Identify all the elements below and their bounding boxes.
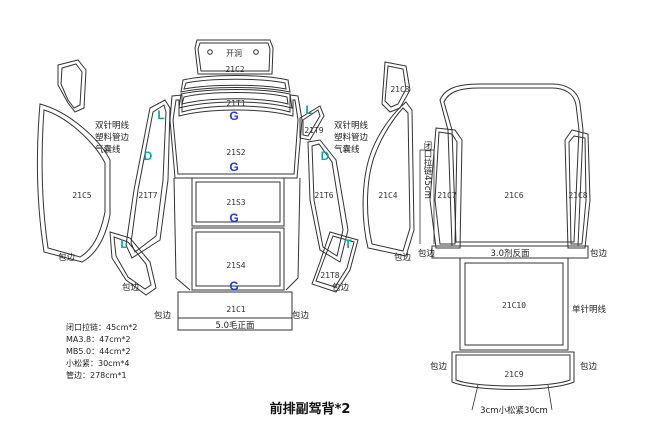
marker-g-4: G xyxy=(229,279,238,293)
piece-21S4 xyxy=(191,227,285,291)
right-note-3: 气囊线 xyxy=(334,144,360,155)
marker-d-right: D xyxy=(321,149,330,163)
strip-back: 3.0剂反面 xyxy=(490,248,530,259)
note-4: 小松紧：30cm*4 xyxy=(66,358,129,368)
label-21T1: 21T1 xyxy=(226,99,245,108)
edge-c9-right: 包边 xyxy=(580,361,598,372)
marker-g-1: G xyxy=(229,109,238,123)
marker-l-right: L xyxy=(305,103,312,117)
marker-g-2: G xyxy=(229,160,238,174)
label-21C2: 21C2 xyxy=(225,65,244,74)
edge-c8: 包边 xyxy=(590,248,608,259)
edge-c7: 包边 xyxy=(418,248,436,259)
hole-label: 开洞 xyxy=(226,48,242,58)
label-21C1: 21C1 xyxy=(226,305,245,314)
edge-c9-left: 包边 xyxy=(430,361,448,372)
piece-21S2 xyxy=(169,94,303,179)
single-needle: 单针明线 xyxy=(572,304,607,315)
label-21T6: 21T6 xyxy=(314,191,333,200)
piece-21C8 xyxy=(564,129,591,249)
piece-s-frame xyxy=(173,177,301,291)
zipper-note: 闭口拉链45cm xyxy=(422,141,432,199)
edge-c4: 包边 xyxy=(394,252,412,263)
label-21S4: 21S4 xyxy=(226,261,245,270)
note-3: MB5.0：44cm*2 xyxy=(66,347,131,356)
edge-c1-right: 包边 xyxy=(292,310,310,321)
left-note-3: 气囊线 xyxy=(95,144,121,155)
piece-21T6 xyxy=(307,139,349,263)
piece-21T8 xyxy=(311,231,359,293)
note-2: MA3.8：47cm*2 xyxy=(66,335,131,344)
piece-21C1 xyxy=(177,291,293,331)
piece-21T1 xyxy=(178,89,293,109)
label-21C9: 21C9 xyxy=(504,370,523,379)
piece-21C7 xyxy=(429,127,463,249)
piece-21C5 xyxy=(36,103,111,263)
piece-right-small xyxy=(299,105,325,141)
label-21C6: 21C6 xyxy=(504,191,523,200)
label-21C10: 21C10 xyxy=(502,301,526,310)
right-note-1: 双针明线 xyxy=(334,120,369,131)
label-21C8: 21C8 xyxy=(568,191,587,200)
marker-g-3: G xyxy=(229,211,238,225)
zipper-lines xyxy=(419,149,553,411)
elastic-note: 3cm小松紧30cm xyxy=(480,405,548,416)
label-21C7: 21C7 xyxy=(437,191,456,200)
edge-c1-left: 包边 xyxy=(154,310,172,321)
marker-l-left: L xyxy=(157,108,164,122)
edge-c5: 包边 xyxy=(58,252,76,263)
edge-t8: 包边 xyxy=(332,282,350,293)
strip-front: 5.0毛正面 xyxy=(215,320,255,331)
left-note-1: 双针明线 xyxy=(95,120,130,131)
diagram-title: 前排副驾背*2 xyxy=(270,401,351,417)
piece-21T7 xyxy=(125,99,171,259)
piece-21C4 xyxy=(362,101,415,257)
piece-left-strap xyxy=(57,59,87,113)
piece-21C2 xyxy=(194,39,274,75)
piece-21C6 xyxy=(439,83,584,247)
piece-21S3 xyxy=(191,177,285,227)
label-21C5: 21C5 xyxy=(72,191,91,200)
note-1: 闭口拉链：45cm*2 xyxy=(66,322,137,332)
label-21T8: 21T8 xyxy=(320,271,339,280)
label-21T7: 21T7 xyxy=(138,191,157,200)
edge-small-left: 包边 xyxy=(122,282,140,293)
label-21C3: 21C3 xyxy=(390,85,409,94)
piece-band-top xyxy=(180,75,291,93)
label-21S2: 21S2 xyxy=(226,148,245,157)
piece-21C9 xyxy=(451,351,575,390)
label-21C4: 21C4 xyxy=(378,191,397,200)
left-note-2: 塑料管边 xyxy=(95,132,130,143)
piece-left-small xyxy=(109,231,157,296)
piece-21C10 xyxy=(459,257,569,351)
label-21S3: 21S3 xyxy=(226,198,245,207)
note-5: 管边：278cm*1 xyxy=(66,370,127,380)
right-note-2: 塑料管边 xyxy=(334,132,369,143)
marker-d-left: D xyxy=(144,149,153,163)
marker-t-right: T xyxy=(344,237,352,251)
marker-l-bottom: L xyxy=(120,237,127,251)
label-21T9: 21T9 xyxy=(304,126,323,135)
